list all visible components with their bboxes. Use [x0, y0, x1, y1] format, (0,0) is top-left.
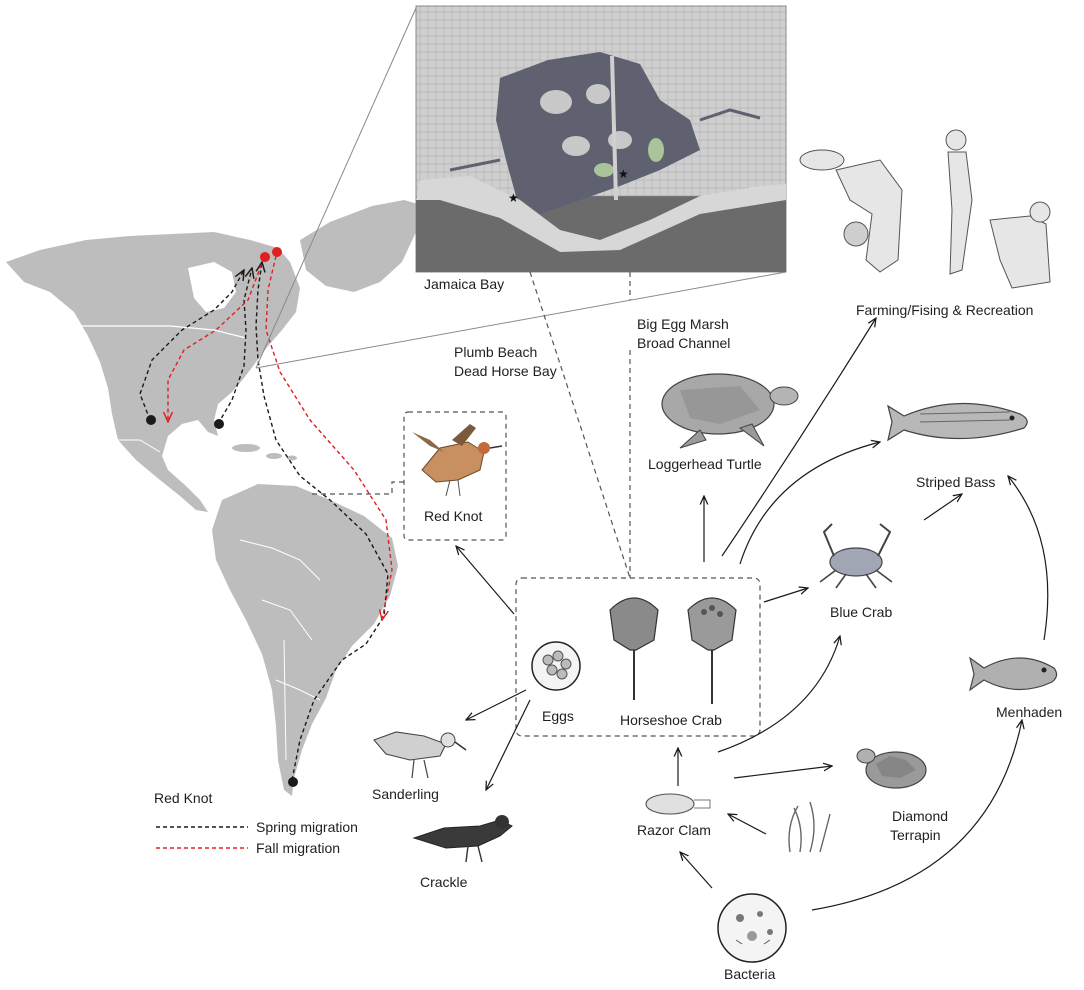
recreation-illustration [799, 129, 1051, 289]
star-marker-egg: ★ [618, 167, 629, 181]
label-terrapin: Terrapin [890, 827, 941, 843]
label-broad-channel: Broad Channel [637, 335, 731, 351]
wintering-site-texas [146, 415, 156, 425]
label-jamaica-bay: Jamaica Bay [424, 276, 505, 292]
loggerhead-turtle-illustration [661, 373, 799, 449]
south-america-land [212, 484, 398, 796]
legend-title: Red Knot [154, 790, 213, 806]
star-marker-plumb: ★ [508, 191, 519, 205]
label-eggs: Eggs [542, 708, 574, 724]
wintering-site-tierra-del-fuego [288, 777, 298, 787]
red-knot-box [403, 411, 507, 541]
wintering-site-florida [214, 419, 224, 429]
red-knot-illustration [412, 424, 503, 497]
legend-spring-label: Spring migration [256, 819, 358, 835]
label-big-egg-marsh: Big Egg Marsh [637, 316, 729, 332]
label-plumb-beach: Plumb Beach [454, 344, 538, 360]
bacteria-illustration [717, 893, 787, 963]
label-red-knot: Red Knot [424, 508, 483, 524]
label-farming-recreation: Farming/Fising & Recreation [856, 302, 1034, 318]
spring-migration-routes [139, 262, 389, 781]
fall-migration-routes [168, 255, 393, 620]
zoom-lines [255, 7, 787, 369]
legend-fall-label: Fall migration [256, 840, 341, 856]
label-sanderling: Sanderling [372, 786, 439, 802]
crackle-illustration [412, 815, 513, 863]
inset-leaders [312, 271, 631, 579]
eggs-illustration [531, 641, 581, 691]
label-menhaden: Menhaden [996, 704, 1063, 720]
food-web-arrows [456, 318, 1049, 911]
horseshoe-crab-illustration [609, 597, 737, 704]
menhaden-illustration [969, 656, 1058, 692]
label-loggerhead-turtle: Loggerhead Turtle [648, 456, 762, 472]
legend [156, 826, 248, 849]
label-bacteria: Bacteria [724, 966, 776, 982]
breeding-site-2 [272, 247, 282, 257]
breeding-site-1 [260, 252, 270, 262]
razor-clam-illustration [645, 793, 711, 815]
north-america-land [6, 232, 300, 512]
striped-bass-illustration [887, 402, 1028, 442]
greenland-land [300, 200, 418, 292]
label-striped-bass: Striped Bass [916, 474, 996, 490]
label-crackle: Crackle [420, 874, 468, 890]
sanderling-illustration [373, 731, 467, 779]
label-horseshoe-crab: Horseshoe Crab [620, 712, 722, 728]
label-razor-clam: Razor Clam [637, 822, 711, 838]
seaweed-illustration [788, 801, 831, 853]
label-blue-crab: Blue Crab [830, 604, 893, 620]
label-dead-horse-bay: Dead Horse Bay [454, 363, 557, 379]
blue-crab-illustration [819, 523, 893, 589]
diamond-terrapin-illustration [856, 748, 927, 789]
jamaica-bay-inset: ★ ★ [415, 5, 787, 273]
americas-map [6, 200, 418, 796]
label-diamond: Diamond [892, 808, 949, 824]
